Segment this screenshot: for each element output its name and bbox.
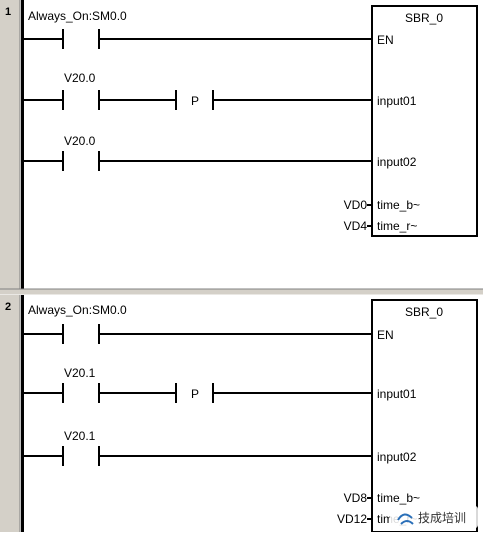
watermark-text: 技成培训 bbox=[418, 510, 466, 525]
network-1-sbr-box[interactable]: SBR_0 EN input01 input02 time_b~ time_r~ bbox=[371, 5, 478, 237]
network-1-number: 1 bbox=[5, 6, 11, 18]
network-1-always-on-label: Always_On:SM0.0 bbox=[28, 9, 127, 23]
network-1-pin-time-b: time_b~ bbox=[377, 198, 420, 212]
network-2-pin-en: EN bbox=[377, 328, 394, 342]
network-2-pin-input02: input02 bbox=[377, 450, 417, 464]
network-2-contact-always-on[interactable] bbox=[24, 324, 372, 344]
network-2-sbr-box[interactable]: SBR_0 EN input01 input02 time_b~ time_r~ bbox=[371, 299, 478, 533]
network-2[interactable]: 2 Always_On:SM0.0 V20.1 P V20.1 bbox=[0, 295, 478, 533]
network-1-gutter bbox=[0, 0, 20, 289]
network-1-contact-always-on[interactable] bbox=[24, 29, 372, 49]
network-1-power-rail bbox=[21, 0, 24, 289]
network-1-contact-rung2[interactable] bbox=[24, 90, 176, 110]
network-2-pin-input01: input01 bbox=[377, 387, 417, 401]
network-2-pin-time-b: time_b~ bbox=[377, 491, 420, 505]
network-1-pin-input02: input02 bbox=[377, 155, 417, 169]
watermark: 技成培训 bbox=[390, 506, 478, 528]
network-1-positive-transition[interactable]: P bbox=[175, 90, 372, 110]
network-1-pin-en: EN bbox=[377, 33, 394, 47]
network-1-pin-input01: input01 bbox=[377, 94, 417, 108]
network-2-box-title: SBR_0 bbox=[405, 305, 443, 319]
network-1-p-label: P bbox=[191, 94, 199, 108]
network-2-out-b[interactable]: VD8 bbox=[344, 491, 368, 505]
network-1-box-title: SBR_0 bbox=[405, 11, 443, 25]
brand-logo-icon bbox=[397, 513, 414, 525]
network-2-contact-rung3[interactable] bbox=[24, 446, 372, 466]
network-2-always-on-label: Always_On:SM0.0 bbox=[28, 303, 127, 317]
network-1-rung3-contact-label: V20.0 bbox=[64, 134, 96, 148]
network-1-contact-rung3[interactable] bbox=[24, 151, 372, 171]
network-2-power-rail bbox=[21, 295, 24, 532]
network-2-p-label: P bbox=[191, 387, 199, 401]
network-2-contact-rung2[interactable] bbox=[24, 383, 176, 403]
network-1-rung2-contact-label: V20.0 bbox=[64, 71, 96, 85]
network-2-rung2-contact-label: V20.1 bbox=[64, 366, 96, 380]
network-separator bbox=[0, 289, 483, 295]
network-2-positive-transition[interactable]: P bbox=[175, 383, 372, 403]
network-1-out-b[interactable]: VD0 bbox=[344, 198, 368, 212]
network-1-pin-time-r: time_r~ bbox=[377, 219, 417, 233]
network-2-rung3-contact-label: V20.1 bbox=[64, 429, 96, 443]
network-2-number: 2 bbox=[5, 301, 11, 313]
network-2-out-r[interactable]: VD12 bbox=[337, 512, 367, 526]
network-2-gutter bbox=[0, 295, 20, 532]
network-1-out-r[interactable]: VD4 bbox=[344, 219, 368, 233]
network-1[interactable]: 1 Always_On:SM0.0 V20.0 P V20.0 bbox=[0, 0, 478, 289]
